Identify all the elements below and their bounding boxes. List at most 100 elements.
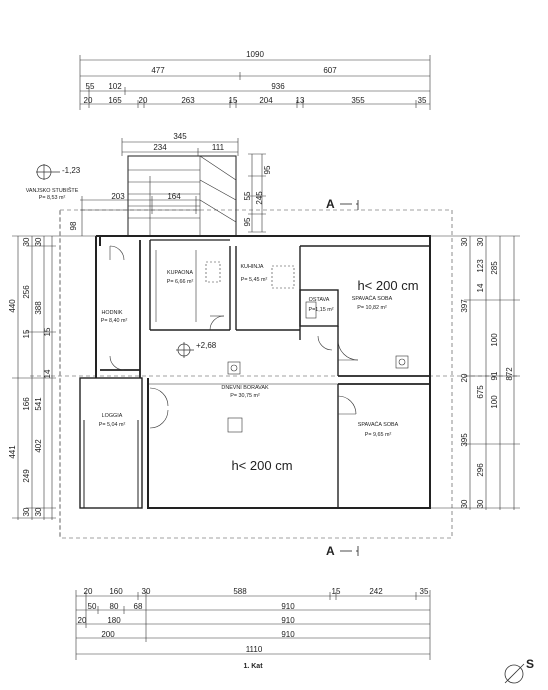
exterior-level-value: -1,23 xyxy=(62,166,81,175)
right-dim-30d: 30 xyxy=(476,499,485,508)
top-dim-35: 35 xyxy=(418,96,427,105)
bottom-dim-35: 35 xyxy=(420,587,429,596)
stair-dim-98: 98 xyxy=(69,221,78,230)
headroom-note-lower: h< 200 cm xyxy=(231,458,292,473)
bottom-dim-20a: 20 xyxy=(84,587,93,596)
stair-dim-164: 164 xyxy=(167,192,181,201)
top-dim-204: 204 xyxy=(259,96,273,105)
left-dim-256: 256 xyxy=(22,285,31,299)
room-area-ostava: P=1,15 m² xyxy=(308,307,333,313)
room-name-ostava: OSTAVA xyxy=(309,297,330,303)
room-area-vanjsko-stubiste: P= 8,53 m² xyxy=(39,195,66,201)
compass-icon xyxy=(504,663,525,684)
left-dim-166: 166 xyxy=(22,397,31,411)
doors-and-fixtures xyxy=(109,245,409,433)
right-dim-395: 395 xyxy=(460,433,469,447)
bottom-dim-15: 15 xyxy=(332,587,341,596)
bottom-dim-180: 180 xyxy=(107,616,121,625)
left-dim-541: 541 xyxy=(34,397,43,411)
stair-dimension-labels: 345 234 111 203 164 98 95 55 245 95 xyxy=(69,132,272,230)
bottom-dim-80: 80 xyxy=(110,602,119,611)
top-dim-936: 936 xyxy=(271,82,285,91)
room-name-spavaca-soba-1: SPAVAĆA SOBA xyxy=(352,295,393,302)
exterior-stair xyxy=(80,138,266,237)
top-dim-102: 102 xyxy=(108,82,122,91)
bottom-dim-50: 50 xyxy=(88,602,97,611)
room-area-dnevni-boravak: P= 30,75 m² xyxy=(230,393,260,399)
stair-dim-345: 345 xyxy=(173,132,187,141)
headroom-note-upper: h< 200 cm xyxy=(357,278,418,293)
room-labels: HODNIK P= 8,40 m² KUPAONA P= 6,66 m² KUH… xyxy=(99,264,399,438)
right-dim-397: 397 xyxy=(460,299,469,313)
stair-vdim-245: 245 xyxy=(255,191,264,205)
top-dim-55: 55 xyxy=(86,82,95,91)
left-dim-402: 402 xyxy=(34,439,43,453)
top-dim-165: 165 xyxy=(108,96,122,105)
left-dimension-chains xyxy=(12,235,100,520)
right-dimension-labels: 30 397 20 395 30 30 14 100 91 100 30 123… xyxy=(460,237,514,508)
left-dim-15: 15 xyxy=(22,329,31,338)
right-dim-123: 123 xyxy=(476,259,485,273)
room-name-kupaona: KUPAONA xyxy=(167,270,193,276)
room-area-loggia: P= 5,04 m² xyxy=(99,422,126,428)
top-dim-1090: 1090 xyxy=(246,50,264,59)
left-dim-388: 388 xyxy=(34,301,43,315)
top-dim-477: 477 xyxy=(151,66,165,75)
bottom-dimension-chains xyxy=(75,590,431,660)
left-dim-14: 14 xyxy=(43,369,52,378)
stair-vdim-55: 55 xyxy=(243,191,252,200)
exterior-level-marker xyxy=(36,164,60,180)
stair-vdim-95b: 95 xyxy=(243,217,252,226)
room-area-spavaca-soba-2: P= 9,65 m² xyxy=(365,432,392,438)
left-dim-30b: 30 xyxy=(22,507,31,516)
bottom-dim-242: 242 xyxy=(369,587,383,596)
interior-level-value: +2,68 xyxy=(196,341,217,350)
right-dim-100b: 100 xyxy=(490,395,499,409)
room-area-hodnik: P= 8,40 m² xyxy=(101,318,128,324)
left-dim-15b: 15 xyxy=(43,327,52,336)
right-dimension-chains xyxy=(430,235,520,510)
bottom-dim-30: 30 xyxy=(142,587,151,596)
left-dim-30a: 30 xyxy=(22,237,31,246)
top-dim-355: 355 xyxy=(351,96,365,105)
bottom-dim-68: 68 xyxy=(134,602,143,611)
room-area-spavaca-soba-1: P= 10,82 m² xyxy=(357,305,387,311)
stair-dim-111: 111 xyxy=(212,143,225,152)
roof-outline xyxy=(30,209,520,539)
top-dim-607: 607 xyxy=(323,66,337,75)
top-dim-13: 13 xyxy=(296,96,305,105)
top-dimension-chains xyxy=(79,55,431,110)
right-dim-872: 872 xyxy=(505,367,514,381)
right-dim-100a: 100 xyxy=(490,333,499,347)
stair-dim-203: 203 xyxy=(111,192,125,201)
bottom-dimension-labels: 20 160 30 588 15 242 35 50 80 68 910 20 … xyxy=(78,587,429,654)
right-dim-30b: 30 xyxy=(460,499,469,508)
left-dim-440a: 440 xyxy=(8,299,17,313)
stair-dim-234: 234 xyxy=(153,143,167,152)
right-dim-20: 20 xyxy=(460,373,469,382)
top-dim-20a: 20 xyxy=(84,96,93,105)
left-dim-30d: 30 xyxy=(34,507,43,516)
right-dim-285: 285 xyxy=(490,261,499,275)
right-dim-30a: 30 xyxy=(460,237,469,246)
right-dim-30c: 30 xyxy=(476,237,485,246)
bottom-dim-910c: 910 xyxy=(281,630,295,639)
room-area-kuhinja: P= 5,45 m² xyxy=(241,277,268,283)
bottom-dim-1110: 1110 xyxy=(246,645,263,654)
room-name-kuhinja: KUHINJA xyxy=(240,264,263,270)
bottom-dim-200: 200 xyxy=(101,630,115,639)
room-area-kupaona: P= 6,66 m² xyxy=(167,279,194,285)
section-mark-bottom: A xyxy=(326,544,335,558)
bottom-dim-910b: 910 xyxy=(281,616,295,625)
top-dim-15: 15 xyxy=(229,96,238,105)
left-dim-441: 441 xyxy=(8,445,17,459)
right-dim-675: 675 xyxy=(476,385,485,399)
top-dimension-labels: 1090 477 607 55 102 936 20 165 20 263 15… xyxy=(84,50,427,105)
room-name-vanjsko-stubiste: VANJSKO STUBIŠTE xyxy=(26,187,79,194)
right-dim-91: 91 xyxy=(490,371,499,380)
bottom-dim-588: 588 xyxy=(233,587,247,596)
room-name-hodnik: HODNIK xyxy=(102,310,123,316)
compass-label: S xyxy=(526,657,534,671)
left-dim-30c: 30 xyxy=(34,237,43,246)
